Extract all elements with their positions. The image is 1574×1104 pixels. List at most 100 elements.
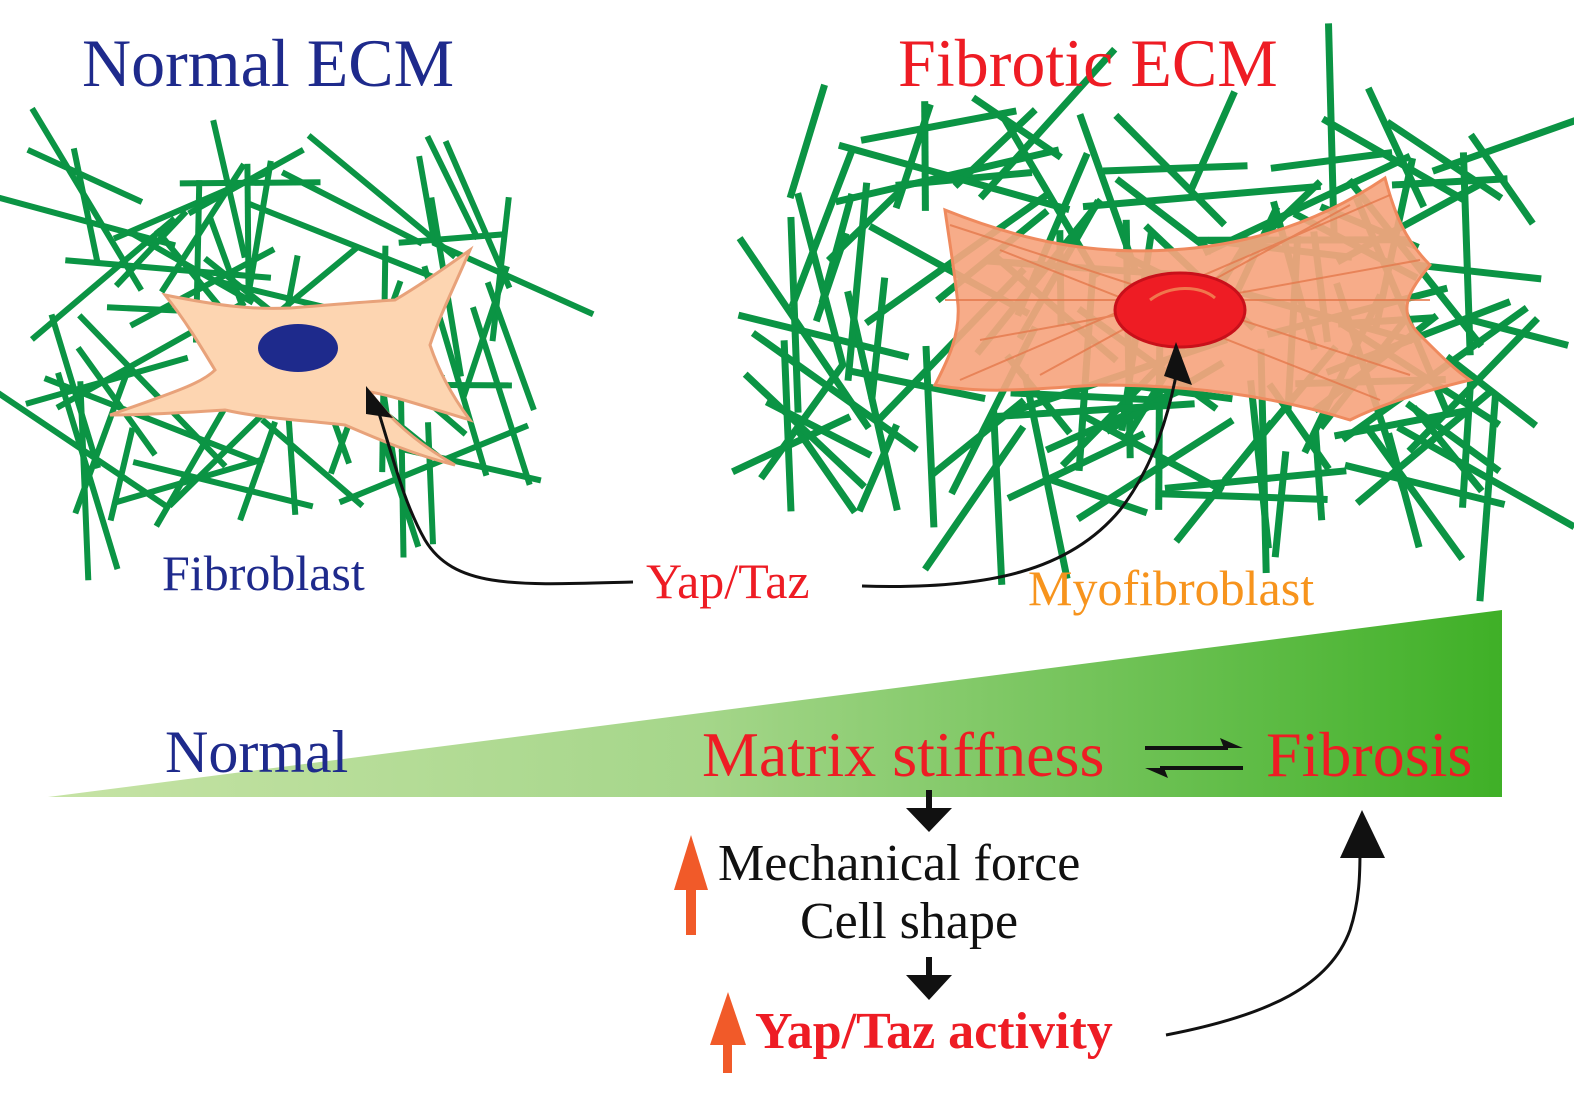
collagen-fiber — [818, 192, 856, 304]
collagen-fiber — [29, 216, 177, 342]
collagen-fiber — [1385, 432, 1423, 549]
collagen-fiber — [922, 345, 938, 528]
fibrosis-arrowhead — [1340, 810, 1385, 858]
collagen-fiber — [432, 239, 595, 317]
collagen-fiber — [1202, 153, 1412, 257]
collagen-fiber — [1247, 380, 1272, 549]
collagen-fiber — [1186, 90, 1238, 195]
collagen-fiber — [844, 182, 871, 382]
normal-ecm-collagen-fibers — [0, 106, 595, 581]
nucleus-highlight — [1149, 287, 1216, 302]
collagen-fiber — [187, 147, 305, 217]
collagen-fiber — [1321, 115, 1466, 203]
fibroblast-nucleus — [258, 324, 338, 372]
collagen-fiber — [742, 371, 867, 490]
myofibroblast-label: Myofibroblast — [1028, 560, 1314, 616]
collagen-fiber — [1362, 422, 1466, 561]
collagen-fiber — [1082, 182, 1321, 211]
collagen-fiber — [77, 313, 228, 469]
collagen-fiber — [1417, 261, 1542, 283]
collagen-fiber — [1354, 389, 1492, 506]
collagen-fiber — [780, 340, 795, 512]
down-arrow-1 — [906, 790, 952, 832]
yap-taz-activity-label: Yap/Taz activity — [755, 1003, 1113, 1060]
collagen-fiber — [788, 145, 857, 309]
collagen-fiber — [793, 426, 858, 515]
collagen-fiber — [1114, 176, 1215, 255]
collagen-fiber — [0, 194, 176, 249]
collagen-fiber — [237, 420, 278, 522]
myofibroblast-nucleus — [1113, 271, 1247, 349]
collagen-fiber — [246, 200, 454, 288]
down-arrow-2 — [906, 957, 952, 1000]
collagen-fiber — [929, 397, 1027, 478]
yap-taz-label: Yap/Taz — [646, 553, 810, 609]
collagen-fiber — [29, 106, 144, 292]
collagen-fiber — [1444, 353, 1539, 429]
collagen-fiber — [70, 147, 101, 265]
collagen-fiber — [1271, 451, 1290, 558]
collagen-fiber — [1325, 23, 1338, 241]
collagen-fiber — [1459, 152, 1474, 356]
collagen-fiber — [280, 169, 424, 247]
activity-to-fibrosis-arrow — [1165, 849, 1362, 1037]
collagen-fiber — [837, 141, 1071, 213]
collagen-fiber — [1102, 162, 1248, 175]
collagen-fiber — [731, 413, 852, 475]
collagen-fiber — [1468, 132, 1536, 226]
collagen-fiber — [993, 400, 1195, 421]
collagen-fiber — [1396, 424, 1574, 530]
equilibrium-arrows — [1145, 738, 1243, 778]
collagen-fiber — [25, 354, 189, 407]
collagen-fiber — [338, 422, 530, 506]
collagen-fiber — [1410, 404, 1485, 494]
collagen-fiber — [1405, 400, 1502, 475]
collagen-fiber — [132, 459, 314, 510]
collagen-fiber — [26, 147, 144, 205]
collagen-fiber — [868, 277, 889, 400]
collagen-fiber — [260, 417, 365, 509]
collagen-fiber — [424, 134, 481, 241]
yap-taz-to-nucleus-arrow — [861, 364, 1180, 588]
collagen-fiber — [1459, 372, 1475, 508]
collagen-fiber — [72, 368, 131, 515]
fibroblast-arrowhead — [366, 386, 393, 418]
normal-label: Normal — [165, 719, 348, 785]
fibrotic-ecm-title: Fibrotic ECM — [898, 25, 1278, 101]
fibroblast-label: Fibroblast — [162, 545, 365, 601]
collagen-fiber — [1391, 175, 1508, 189]
collagen-fiber — [113, 456, 265, 506]
collagen-fiber — [1406, 316, 1541, 454]
collagen-fiber — [1344, 461, 1506, 508]
collagen-fiber — [952, 107, 1038, 189]
collagen-fiber — [1270, 149, 1393, 172]
matrix-stiffness-label: Matrix stiffness — [702, 719, 1104, 790]
collagen-fiber — [758, 360, 848, 481]
collagen-fiber — [1047, 475, 1149, 517]
collagen-fiber — [107, 427, 136, 522]
collagen-fiber — [1312, 429, 1326, 521]
collagen-fiber — [856, 423, 900, 513]
fibrosis-label: Fibrosis — [1266, 719, 1472, 790]
collagen-fiber — [860, 107, 1017, 144]
myofibroblast-arrowhead — [1164, 342, 1192, 385]
collagen-fiber — [786, 83, 828, 200]
collagen-fiber — [167, 405, 272, 509]
orange-up-arrow-2 — [710, 992, 746, 1073]
collagen-fiber — [425, 422, 436, 545]
yap-taz-to-fibroblast-arrow — [376, 409, 634, 586]
collagen-fiber — [1385, 119, 1504, 202]
collagen-fiber — [460, 265, 510, 398]
collagen-fiber — [489, 196, 512, 342]
collagen-fiber — [1431, 117, 1574, 175]
stiffness-gradient-wedge — [48, 610, 1502, 797]
collagen-fiber — [1464, 315, 1569, 349]
collagen-fiber — [1159, 490, 1328, 503]
normal-ecm-title: Normal ECM — [82, 25, 454, 101]
collagen-fiber — [1075, 417, 1235, 522]
collagen-fiber — [750, 330, 919, 453]
mechanical-force-label: Mechanical force — [718, 835, 1080, 892]
collagen-fiber — [921, 101, 929, 211]
collagen-fiber — [416, 155, 438, 246]
